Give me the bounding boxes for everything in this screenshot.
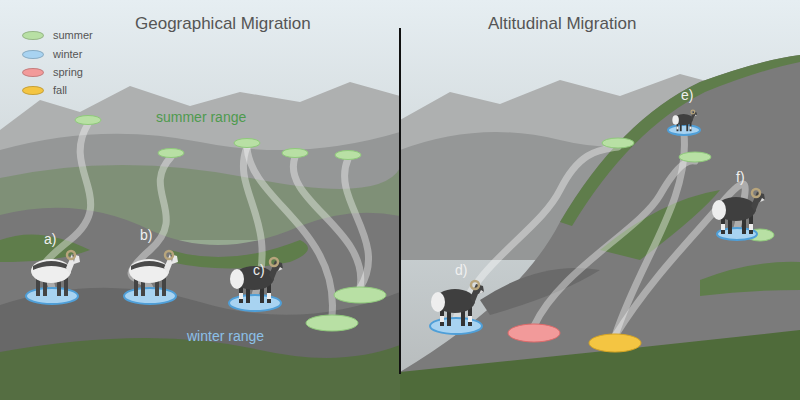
legend-swatch bbox=[22, 31, 44, 40]
range-ellipses bbox=[26, 116, 774, 353]
panel-heading: Geographical Migration bbox=[135, 15, 311, 34]
range-label: summer range bbox=[156, 110, 246, 125]
callout-letter: f) bbox=[736, 170, 745, 185]
range-label: winter range bbox=[187, 329, 264, 344]
legend-swatch bbox=[22, 86, 44, 95]
legend-text: fall bbox=[53, 84, 67, 97]
legend-text: winter bbox=[53, 48, 82, 61]
callout-letter: e) bbox=[681, 88, 693, 103]
legend-swatch bbox=[22, 68, 44, 77]
callout-letter: a) bbox=[44, 232, 56, 247]
callout-letter: c) bbox=[253, 263, 265, 278]
panel-heading: Altitudinal Migration bbox=[488, 15, 636, 34]
callout-letter: d) bbox=[455, 263, 467, 278]
callout-letter: b) bbox=[140, 228, 152, 243]
legend-text: summer bbox=[53, 29, 93, 42]
legend-swatch bbox=[22, 50, 44, 59]
sheep-figures bbox=[31, 110, 765, 326]
legend-text: spring bbox=[53, 66, 83, 79]
migration-paths bbox=[41, 124, 745, 336]
